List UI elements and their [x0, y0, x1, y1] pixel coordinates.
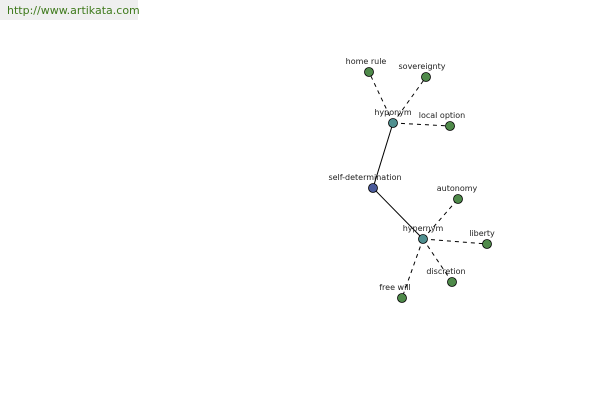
node-label-local-option: local option	[419, 111, 465, 120]
node-autonomy[interactable]: autonomy	[437, 184, 478, 204]
graph-nodes: self-determination hyponym hypernym home ru…	[328, 57, 495, 303]
node-label-liberty: liberty	[469, 229, 495, 238]
site-url-banner[interactable]: http://www.artikata.com	[0, 0, 140, 20]
edge-hyponym-sovereignty	[392, 76, 427, 124]
edge-hyponym-local-option	[392, 122, 451, 127]
node-local-option[interactable]: local option	[419, 111, 465, 131]
node-marker-hypernym[interactable]	[418, 234, 428, 244]
node-hypernym[interactable]: hypernym	[403, 224, 444, 244]
node-home-rule[interactable]: home rule	[346, 57, 387, 77]
node-label-autonomy: autonomy	[437, 184, 478, 193]
node-free-will[interactable]: free will	[379, 283, 411, 303]
node-marker-free-will[interactable]	[397, 293, 407, 303]
edge-hypernym-discretion	[422, 238, 453, 283]
node-label-self-determination: self-determination	[328, 173, 401, 182]
graph-edges	[368, 71, 488, 299]
node-label-hypernym: hypernym	[403, 224, 444, 233]
node-label-sovereignty: sovereignty	[399, 62, 446, 71]
node-marker-home-rule[interactable]	[364, 67, 374, 77]
node-label-home-rule: home rule	[346, 57, 387, 66]
node-marker-discretion[interactable]	[447, 277, 457, 287]
node-label-discretion: discretion	[426, 267, 465, 276]
node-liberty[interactable]: liberty	[469, 229, 495, 249]
node-marker-local-option[interactable]	[445, 121, 455, 131]
edge-hypernym-free-will	[401, 238, 424, 299]
node-label-free-will: free will	[379, 283, 411, 292]
edge-hypernym-autonomy	[422, 198, 459, 240]
edge-hypernym-liberty	[422, 238, 488, 245]
node-hyponym[interactable]: hyponym	[374, 108, 412, 128]
node-self-determination[interactable]: self-determination	[328, 173, 402, 193]
edge-self-determination-hypernym	[372, 187, 424, 240]
node-label-hyponym: hyponym	[374, 108, 412, 117]
edge-self-determination-hyponym	[372, 122, 394, 189]
node-marker-self-determination[interactable]	[368, 183, 378, 193]
node-marker-autonomy[interactable]	[453, 194, 463, 204]
node-sovereignty[interactable]: sovereignty	[399, 62, 446, 82]
edge-hyponym-home-rule	[368, 71, 394, 124]
node-discretion[interactable]: discretion	[426, 267, 466, 287]
node-marker-hyponym[interactable]	[388, 118, 398, 128]
node-marker-liberty[interactable]	[482, 239, 492, 249]
node-marker-sovereignty[interactable]	[421, 72, 431, 82]
